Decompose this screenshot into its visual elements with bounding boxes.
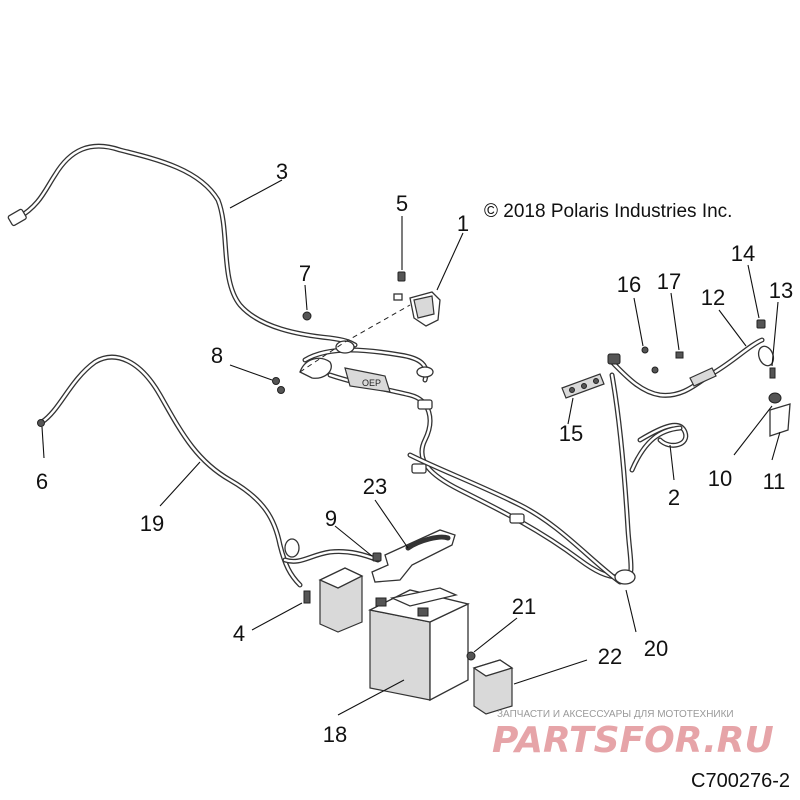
parts-16-17 xyxy=(641,346,684,374)
callout-20: 20 xyxy=(644,636,668,661)
harness-right xyxy=(609,372,689,585)
part-21-nut xyxy=(466,651,476,661)
pad-left xyxy=(318,567,364,633)
callout-8: 8 xyxy=(211,343,223,368)
callout-23: 23 xyxy=(363,474,387,499)
copyright-notice: © 2018 Polaris Industries Inc. xyxy=(484,201,732,222)
callout-7: 7 xyxy=(299,261,311,286)
document-id: C700276-2 xyxy=(691,770,790,792)
part-11-bracket xyxy=(769,403,791,437)
callout-17: 17 xyxy=(657,269,681,294)
callout-11: 11 xyxy=(763,469,786,494)
callout-9: 9 xyxy=(325,506,337,531)
callout-18: 18 xyxy=(323,722,347,747)
svg-text:OEP: OEP xyxy=(362,378,381,388)
callout-4: 4 xyxy=(233,621,245,646)
part-23-bracket xyxy=(371,529,456,583)
part-14 xyxy=(756,319,766,329)
callout-12: 12 xyxy=(701,285,725,310)
part-18-battery xyxy=(368,587,470,702)
callout-14: 14 xyxy=(731,241,755,266)
callout-15: 15 xyxy=(559,421,583,446)
callout-13: 13 xyxy=(769,278,793,303)
callout-labels: 3 5 1 7 8 6 19 9 23 4 18 21 22 20 15 16 … xyxy=(36,159,793,747)
part-9 xyxy=(372,552,382,562)
main-harness: OEP xyxy=(299,340,628,585)
callout-22: 22 xyxy=(598,644,622,669)
callout-6: 6 xyxy=(36,469,48,494)
cable-19 xyxy=(37,354,381,588)
leader-lines xyxy=(41,179,781,716)
assembly-line-1 xyxy=(299,304,411,373)
callout-3: 3 xyxy=(276,159,288,184)
callout-19: 19 xyxy=(140,511,164,536)
part-10 xyxy=(768,392,782,404)
part-8-fasteners xyxy=(272,377,285,394)
part-7-nut xyxy=(302,311,312,321)
callout-2: 2 xyxy=(668,485,680,510)
part-5-screw xyxy=(393,271,406,301)
part-13 xyxy=(769,367,776,379)
callout-5: 5 xyxy=(396,191,408,216)
part-1-relay xyxy=(409,291,441,327)
cable-3 xyxy=(7,143,358,348)
callout-1: 1 xyxy=(457,211,469,236)
callout-16: 16 xyxy=(617,272,641,297)
watermark-brand: PARTSFOR.RU xyxy=(492,720,774,761)
part-4-bolt xyxy=(303,590,311,604)
cable-12 xyxy=(607,337,775,398)
part-22-pad xyxy=(472,659,514,715)
callout-10: 10 xyxy=(708,466,732,491)
callout-21: 21 xyxy=(512,594,536,619)
watermark-tagline: ЗАПЧАСТИ И АКСЕССУАРЫ ДЛЯ МОТОТЕХНИКИ xyxy=(497,709,734,720)
part-15-terminal xyxy=(561,373,605,399)
